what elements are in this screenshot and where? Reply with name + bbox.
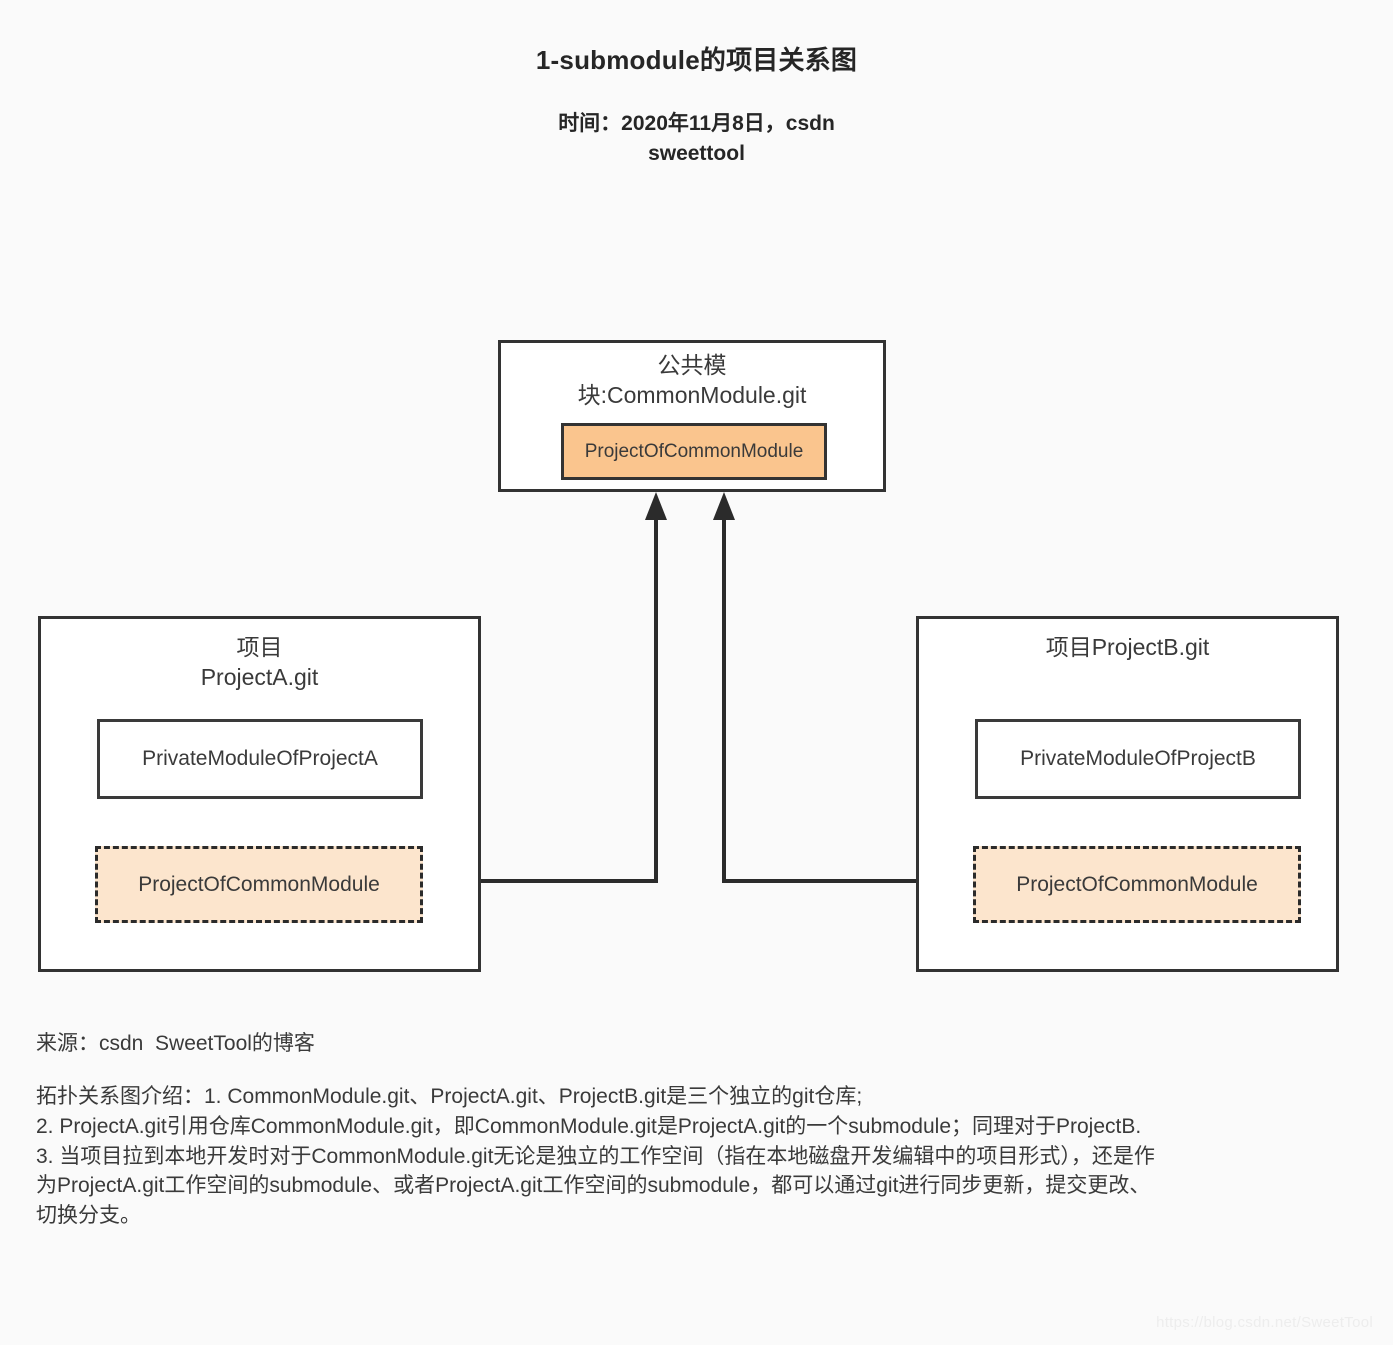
common-module-node[interactable]: 公共模 块:CommonModule.git ProjectOfCommonMo… (498, 340, 886, 492)
project-a-node[interactable]: 项目 ProjectA.git PrivateModuleOfProjectA … (38, 616, 481, 972)
project-b-title: 项目ProjectB.git (1045, 634, 1210, 660)
project-a-title: 项目 ProjectA.git (200, 634, 319, 690)
page-title: 1-submodule的项目关系图 (535, 45, 858, 75)
project-b-node[interactable]: 项目ProjectB.git PrivateModuleOfProjectB P… (916, 616, 1339, 972)
arrowhead-project-a (645, 492, 667, 520)
submodule-ref-project-b[interactable]: ProjectOfCommonModule (973, 846, 1301, 923)
private-module-of-project-a[interactable]: PrivateModuleOfProjectA (97, 719, 423, 799)
private-module-of-project-b[interactable]: PrivateModuleOfProjectB (975, 719, 1301, 799)
page-subtitle: 时间：2020年11月8日，csdn sweettool (558, 112, 835, 166)
header: 1-submodule的项目关系图 时间：2020年11月8日，csdn swe… (0, 40, 1393, 170)
watermark: https://blog.csdn.net/SweetTool (1156, 1314, 1373, 1331)
common-module-title: 公共模 块:CommonModule.git (577, 352, 807, 408)
source-line: 来源：csdn SweetTool的博客 (36, 1032, 315, 1055)
arrowhead-project-b (713, 492, 735, 520)
description-text: 拓扑关系图介绍：1. CommonModule.git、ProjectA.git… (36, 1085, 1155, 1228)
common-module-inner-box[interactable]: ProjectOfCommonModule (561, 423, 827, 480)
submodule-ref-project-a[interactable]: ProjectOfCommonModule (95, 846, 423, 923)
